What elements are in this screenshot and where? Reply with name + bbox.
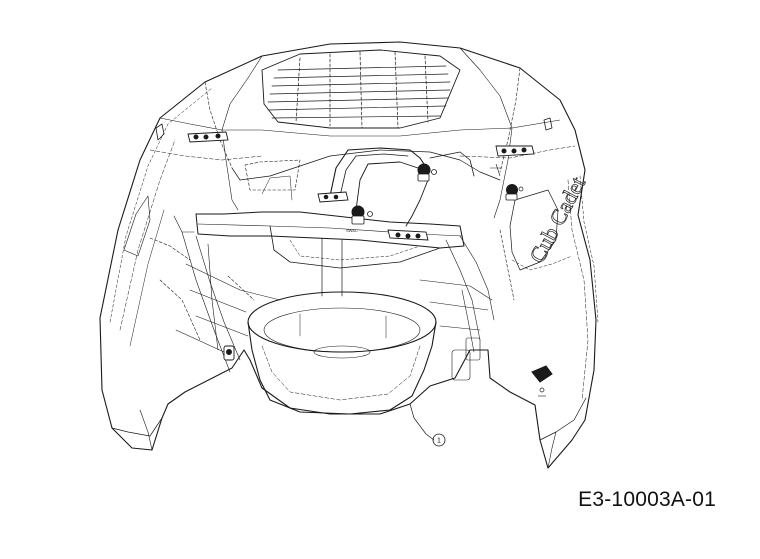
hood-outer-shell [99,41,597,469]
callout-1-circle [432,433,446,447]
upper-left-bracket [187,131,229,143]
upper-right-bracket [490,145,535,177]
wire-harness [329,147,429,197]
callout-1-number: 1 [437,438,441,445]
mounting-hardware [187,131,553,397]
side-connector-right [505,184,524,201]
brand-logo: Cub Cadet [524,173,590,267]
left-lower-clip [223,345,235,361]
headlight-bracket [195,211,465,249]
headlight-connector-left [351,205,373,225]
blower-duct [247,291,437,415]
vent-slats [267,51,451,129]
center-small-bracket [317,191,349,203]
callout-1-leader [409,403,435,441]
figure-id-label: E3-10003A-01 [578,488,716,511]
right-inner-panel [419,229,515,381]
left-inner-panel [149,215,281,373]
headlight-connector-right [417,163,437,182]
small-marking: SWAC [346,228,358,233]
right-lower-latch [531,365,553,397]
vent-grille-outline [261,49,461,129]
lower-center-bracket [387,229,429,241]
brand-badge-outline [509,189,559,271]
